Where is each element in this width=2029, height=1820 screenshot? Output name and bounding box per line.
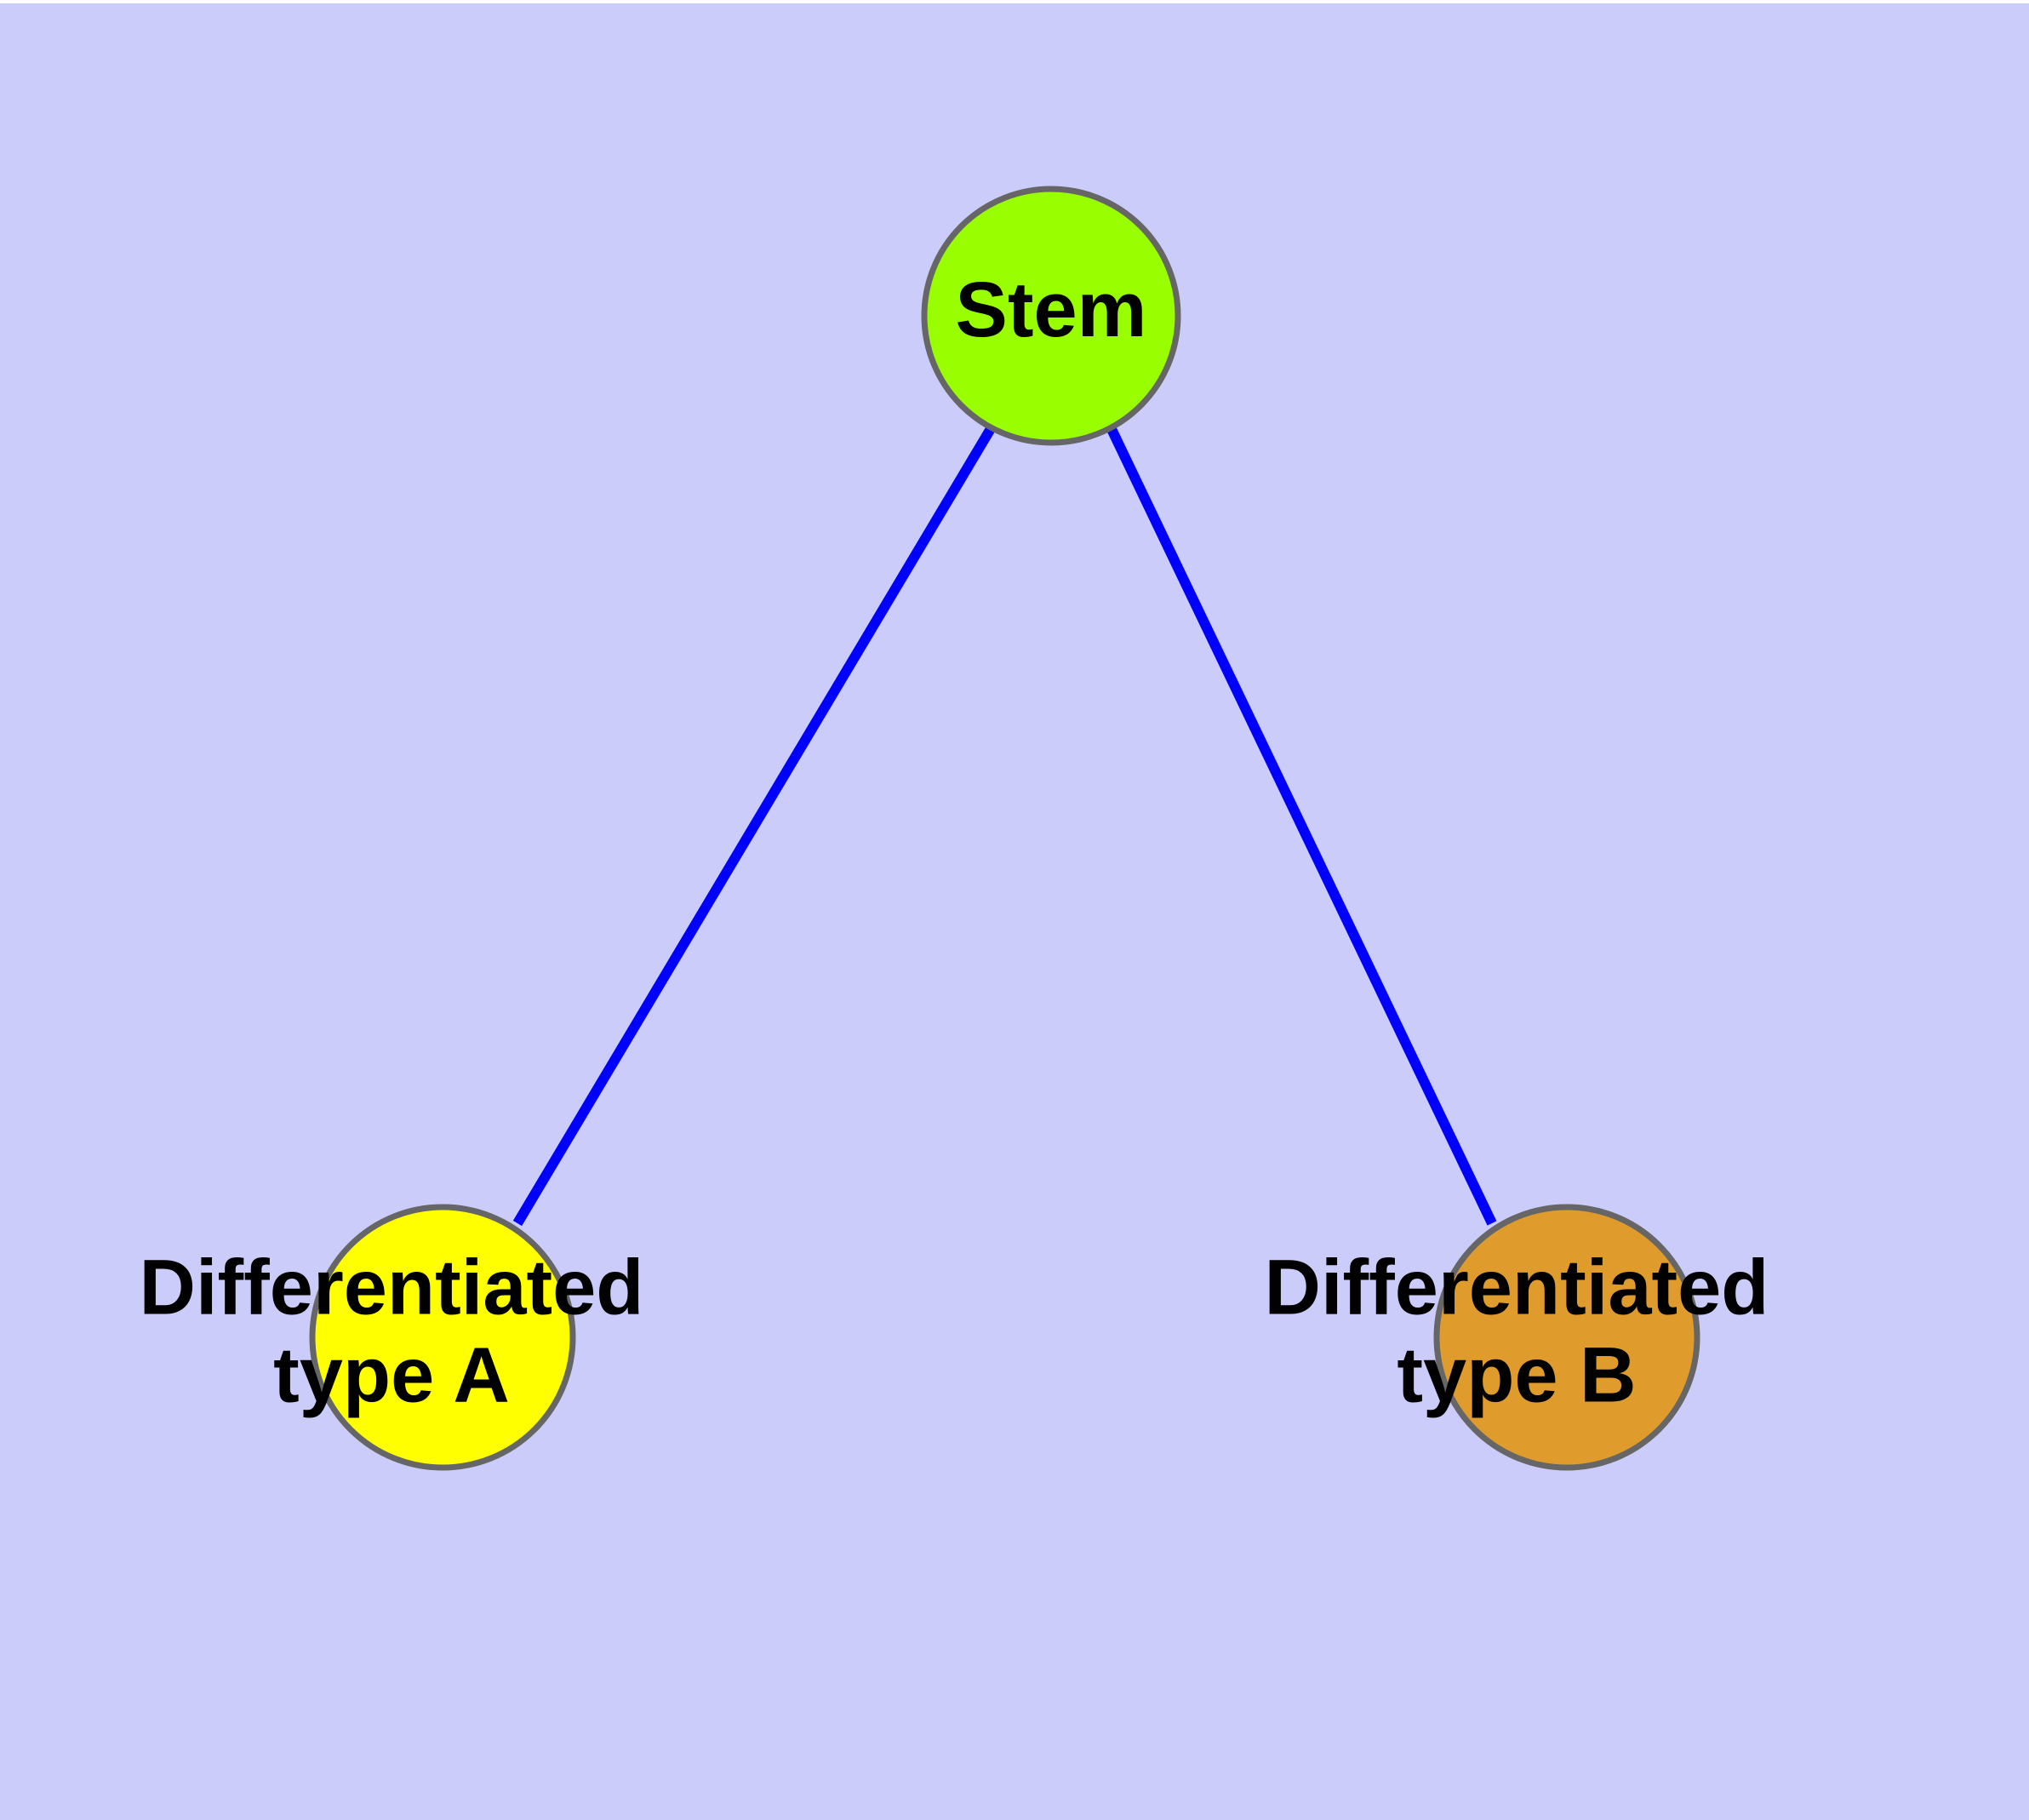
node-differentiated-type-a-circle[interactable] [309, 1204, 576, 1471]
edge-stem-to-differentiated-type-b[interactable] [1106, 425, 1497, 1226]
node-stem[interactable]: Stem [921, 186, 1181, 446]
node-differentiated-type-b-circle[interactable] [1433, 1204, 1700, 1471]
edge-group [512, 424, 1497, 1227]
node-stem-label: Stem [956, 266, 1147, 353]
node-stem-circle[interactable] [921, 186, 1181, 446]
edge-stem-to-differentiated-type-a[interactable] [512, 424, 997, 1227]
